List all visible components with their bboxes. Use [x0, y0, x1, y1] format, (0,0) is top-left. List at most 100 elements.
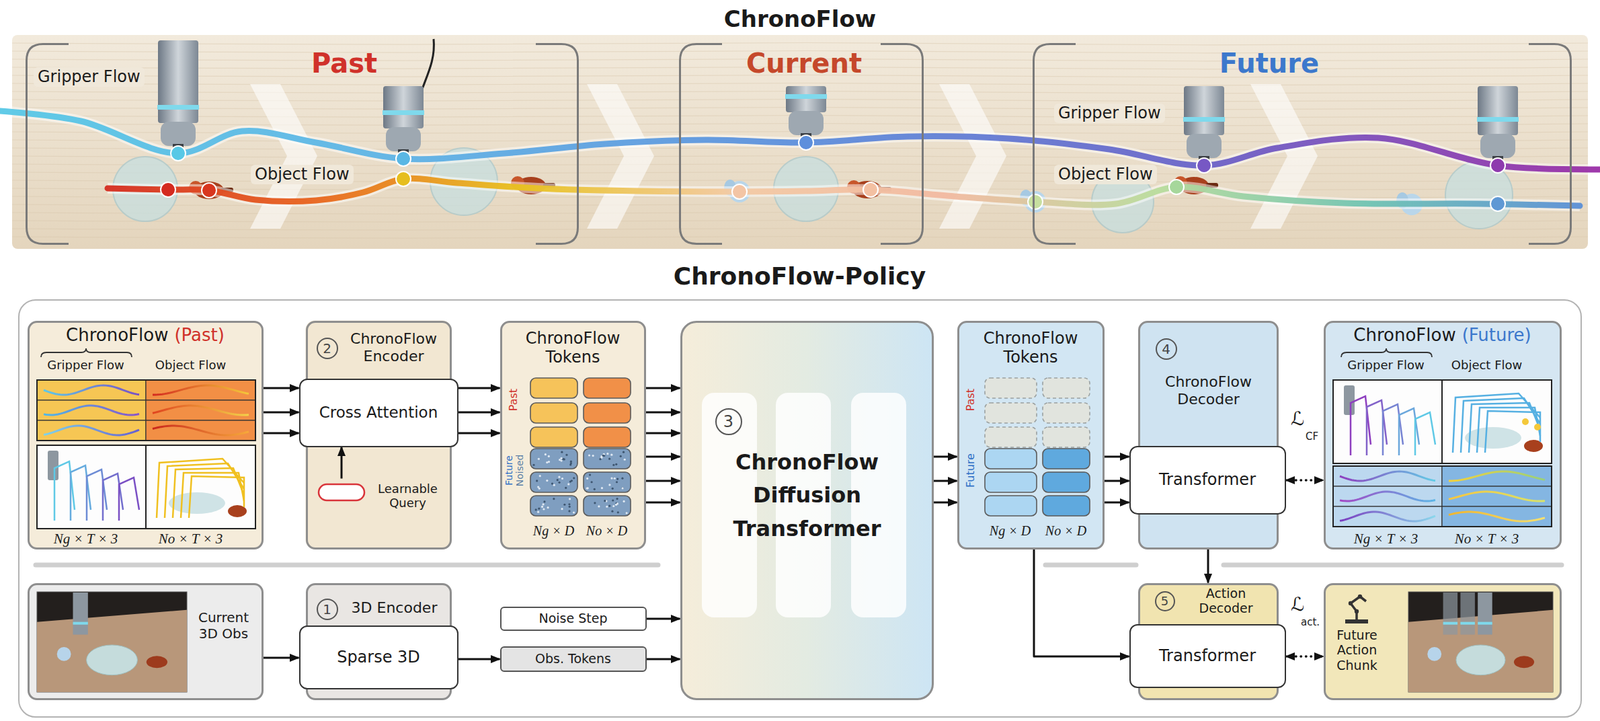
gripper: [1476, 86, 1519, 166]
connector: [646, 501, 681, 504]
toy: [1427, 646, 1442, 661]
flow-point: [201, 182, 217, 198]
object-track: [164, 463, 245, 518]
flow-glow: [0, 110, 1600, 170]
flow-row: [1333, 486, 1443, 507]
connector: [646, 432, 681, 435]
noise: [563, 502, 566, 505]
noise: [560, 456, 563, 459]
wood-grain: [12, 235, 1588, 238]
flow-curve: [1339, 471, 1436, 481]
noise: [558, 458, 561, 461]
box-label: ChronoFlow Encoder: [339, 330, 449, 366]
callout-number: 1: [316, 598, 339, 620]
noise: [537, 510, 540, 513]
gripper: [1477, 592, 1493, 635]
connector: [458, 387, 501, 390]
gripper-ring: [1460, 621, 1475, 624]
connector: [1207, 549, 1210, 583]
token: [984, 448, 1037, 469]
noise: [547, 454, 550, 457]
input-tag: Obs. Tokens: [500, 646, 647, 672]
box-label: Transformer: [1130, 625, 1285, 687]
noise: [600, 486, 603, 489]
noise: [621, 450, 624, 453]
observation-box: Current 3D Obs: [27, 582, 264, 700]
object-track: [1460, 397, 1541, 453]
wood-grain: [12, 82, 1588, 85]
gripper-ring: [72, 621, 88, 624]
table: [1408, 609, 1553, 692]
token: [1042, 402, 1090, 423]
box-label: Noised: [513, 439, 526, 501]
box-artwork: [27, 582, 264, 700]
flow-point: [1196, 157, 1212, 173]
connector: [646, 455, 681, 458]
flow-point: [1490, 196, 1506, 212]
gripper: [1343, 385, 1355, 415]
gripper-track: [118, 477, 140, 521]
decoder-box: 4ChronoFlow DecoderTransformer: [1138, 320, 1279, 550]
brace: [41, 348, 132, 357]
gripper: [1183, 86, 1225, 166]
panel-bracket: [535, 44, 579, 245]
box-label: Past: [506, 372, 520, 427]
connector: [1104, 501, 1130, 504]
noise: [534, 508, 537, 511]
loss-label: ℒ: [1290, 407, 1305, 431]
gripper-ring: [1442, 621, 1458, 624]
plate: [86, 644, 138, 675]
noise: [545, 479, 548, 482]
flow-curve: [152, 405, 249, 415]
flow-point: [170, 145, 186, 161]
box-title: ChronoFlow: [65, 324, 169, 346]
title-row: ChronoFlow(Past): [27, 324, 264, 346]
box-label: ChronoFlow Tokens: [960, 328, 1102, 368]
box-label: Object Flow: [1436, 357, 1538, 373]
noise: [569, 463, 572, 466]
chevron: [586, 84, 655, 229]
plate: [1455, 644, 1505, 675]
box-label: No × T × 3: [1436, 530, 1538, 548]
time-panel: Future: [1032, 43, 1572, 245]
box-label: ChronoFlow-Policy: [18, 261, 1582, 291]
token-box: ChronoFlow TokensPastFutureNoisedNg × DN…: [500, 320, 647, 550]
noise: [532, 463, 535, 466]
flow-row: [36, 420, 146, 441]
loss-label: CF: [1305, 430, 1319, 443]
noise: [547, 459, 550, 462]
table: [36, 609, 187, 692]
noise: [611, 509, 614, 512]
diagram-title: ChronoFlow: [0, 5, 1600, 33]
box-label: Current 3D Obs: [188, 609, 259, 642]
noise: [616, 477, 619, 480]
flow-image: [145, 445, 256, 529]
flow-curve: [152, 425, 249, 435]
flow-curve: [1448, 471, 1545, 481]
toy: [145, 655, 167, 668]
flow-point: [1027, 194, 1043, 210]
noise: [543, 500, 546, 503]
noise: [568, 509, 571, 512]
flow-row: [145, 400, 256, 421]
noise: [572, 476, 575, 479]
box-label: Ng × T × 3: [35, 530, 137, 548]
object-track: [1476, 407, 1541, 453]
noise: [591, 453, 594, 456]
flow-output-box: ChronoFlow(Future)Gripper FlowObject Flo…: [1323, 320, 1562, 550]
flow-point: [395, 171, 411, 187]
flow-row: [1333, 506, 1443, 527]
toy: [1513, 655, 1534, 668]
token: [583, 471, 631, 493]
token: [583, 402, 631, 423]
gripper-track: [1350, 395, 1371, 456]
connector: [646, 480, 681, 483]
encoder-box: 13D EncoderSparse 3D: [305, 582, 452, 700]
token: [984, 377, 1037, 398]
flow-curve: [43, 425, 140, 435]
noise: [568, 502, 571, 505]
connector: [458, 411, 501, 414]
flow-image: [36, 445, 146, 529]
flow-curve: [43, 405, 140, 415]
box-title: (Future): [1462, 324, 1532, 346]
